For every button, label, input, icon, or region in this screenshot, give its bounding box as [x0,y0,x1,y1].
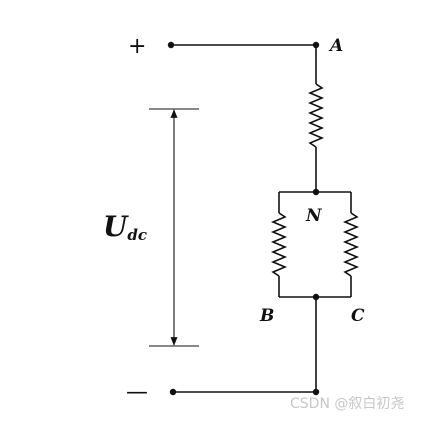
voltage-label-subscript: dc [127,226,147,244]
node-n-dot [312,188,320,196]
resistor-nb [270,212,288,277]
node-n-label: N [305,206,323,226]
minus-terminal-sign: — [126,380,148,405]
watermark-text: CSDN @叙白初尧 [290,395,404,412]
plus-terminal-node [167,41,175,49]
node-c-label: C [351,306,365,326]
resistor-an [307,83,325,148]
bottom-right-dot [312,388,320,396]
voltage-label: Udc [103,210,147,244]
node-a-label: A [328,36,343,56]
minus-terminal-node [169,388,177,396]
node-b-label: B [259,306,274,326]
voltage-label-main: U [103,210,129,243]
plus-terminal-sign: + [128,34,146,59]
resistor-nc [342,212,360,277]
